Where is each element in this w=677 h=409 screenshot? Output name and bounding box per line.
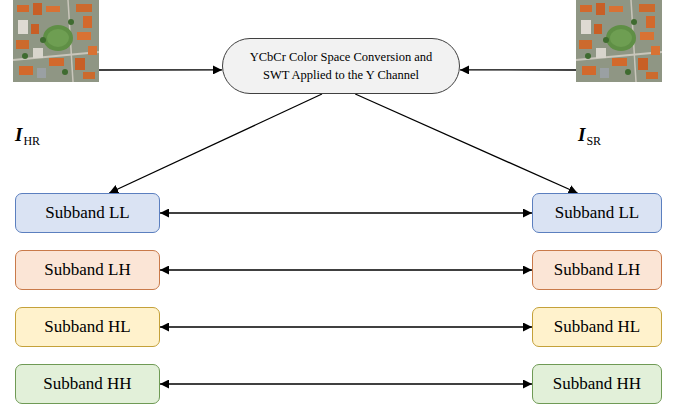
- image-subscript: SR: [586, 134, 601, 149]
- image-symbol: I: [15, 124, 22, 146]
- subband-box: Subband LH: [15, 250, 160, 290]
- arrow-connector: [160, 269, 532, 270]
- subband-box: Subband LH: [532, 250, 662, 290]
- box-label: Subband HL: [554, 317, 640, 337]
- box-label: Subband HH: [553, 374, 641, 394]
- box-label: Subband LH: [554, 260, 640, 280]
- process-box: YCbCr Color Space Conversion and SWT App…: [222, 38, 460, 94]
- box-label: Subband LL: [45, 203, 130, 223]
- image-node: ISR: [576, 0, 662, 146]
- subband-box: Subband LL: [15, 193, 160, 233]
- image-symbol: I: [578, 124, 585, 146]
- arrow-connector: [160, 383, 532, 384]
- arrow-connector: [160, 326, 532, 327]
- box-label: Subband HH: [43, 374, 131, 394]
- image-label: IHR: [15, 124, 40, 146]
- box-label: Subband LH: [44, 260, 130, 280]
- box-label: Subband HL: [44, 317, 130, 337]
- arrow-connector: [160, 212, 532, 213]
- box-label: Subband LL: [555, 203, 640, 223]
- box-label: YCbCr Color Space Conversion and SWT App…: [241, 48, 441, 84]
- subband-box: Subband HH: [532, 364, 662, 404]
- subband-box: Subband LL: [532, 193, 662, 233]
- image-node: IHR: [13, 0, 99, 146]
- arrow-connector: [355, 94, 577, 193]
- subband-box: Subband HL: [15, 307, 160, 347]
- subband-box: Subband HL: [532, 307, 662, 347]
- arrow-connector: [99, 69, 222, 70]
- image-label: ISR: [578, 124, 601, 146]
- image-subscript: HR: [23, 134, 40, 149]
- subband-box: Subband HH: [15, 364, 160, 404]
- arrow-connector: [460, 69, 576, 70]
- arrow-connector: [109, 94, 322, 193]
